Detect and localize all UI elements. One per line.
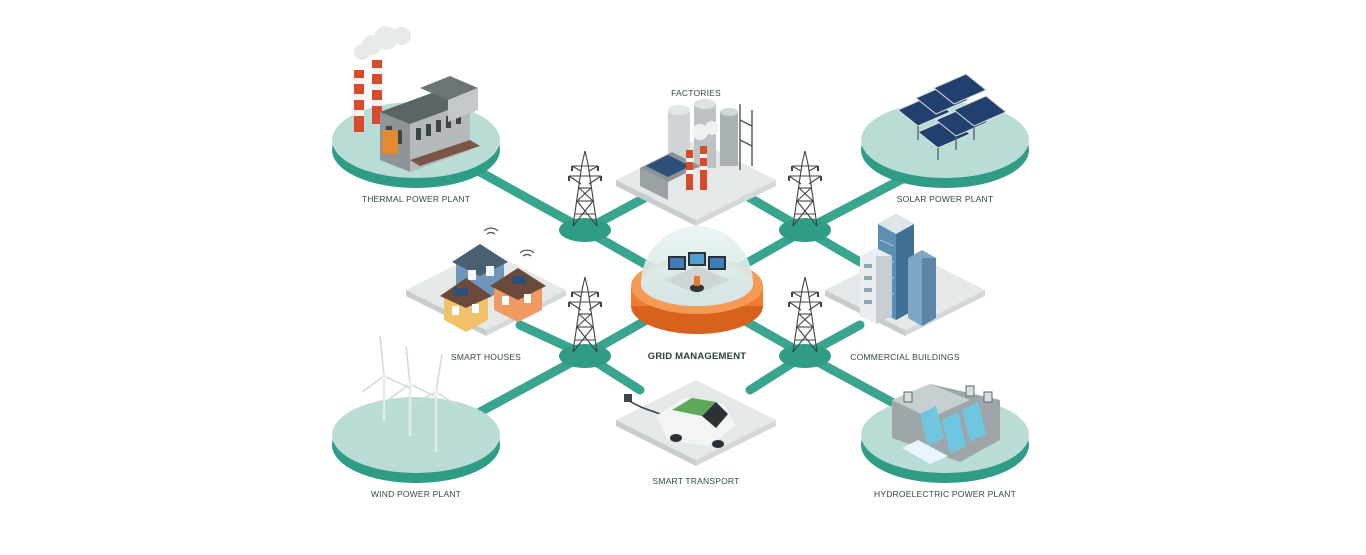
wind-power-plant-icon — [332, 335, 500, 483]
label-smart-houses: SMART HOUSES — [450, 352, 522, 362]
commercial-buildings-icon — [825, 214, 985, 336]
label-smart-transport: SMART TRANSPORT — [652, 476, 740, 486]
transmission-tower-icon — [567, 150, 603, 227]
smart-houses-icon — [406, 227, 566, 336]
transmission-tower-icon — [567, 276, 603, 353]
thermal-power-plant-icon — [332, 26, 500, 188]
label-commercial-buildings: COMMERCIAL BUILDINGS — [850, 352, 960, 362]
label-grid-management: GRID MANAGEMENT — [647, 351, 747, 362]
factories-icon — [616, 99, 776, 226]
label-factories: FACTORIES — [671, 88, 721, 98]
solar-power-plant-icon — [861, 73, 1029, 188]
label-solar-power-plant: SOLAR POWER PLANT — [896, 194, 994, 204]
grid-management-icon — [631, 226, 763, 334]
label-hydroelectric-power-plant: HYDROELECTRIC POWER PLANT — [874, 489, 1016, 499]
hydroelectric-power-plant-icon — [861, 384, 1029, 483]
label-thermal-power-plant: THERMAL POWER PLANT — [361, 194, 471, 204]
junction-nodes — [559, 218, 831, 368]
transmission-tower-icon — [787, 150, 823, 227]
smart-transport-icon — [616, 380, 776, 466]
transmission-tower-icon — [787, 276, 823, 353]
label-wind-power-plant: WIND POWER PLANT — [370, 489, 462, 499]
